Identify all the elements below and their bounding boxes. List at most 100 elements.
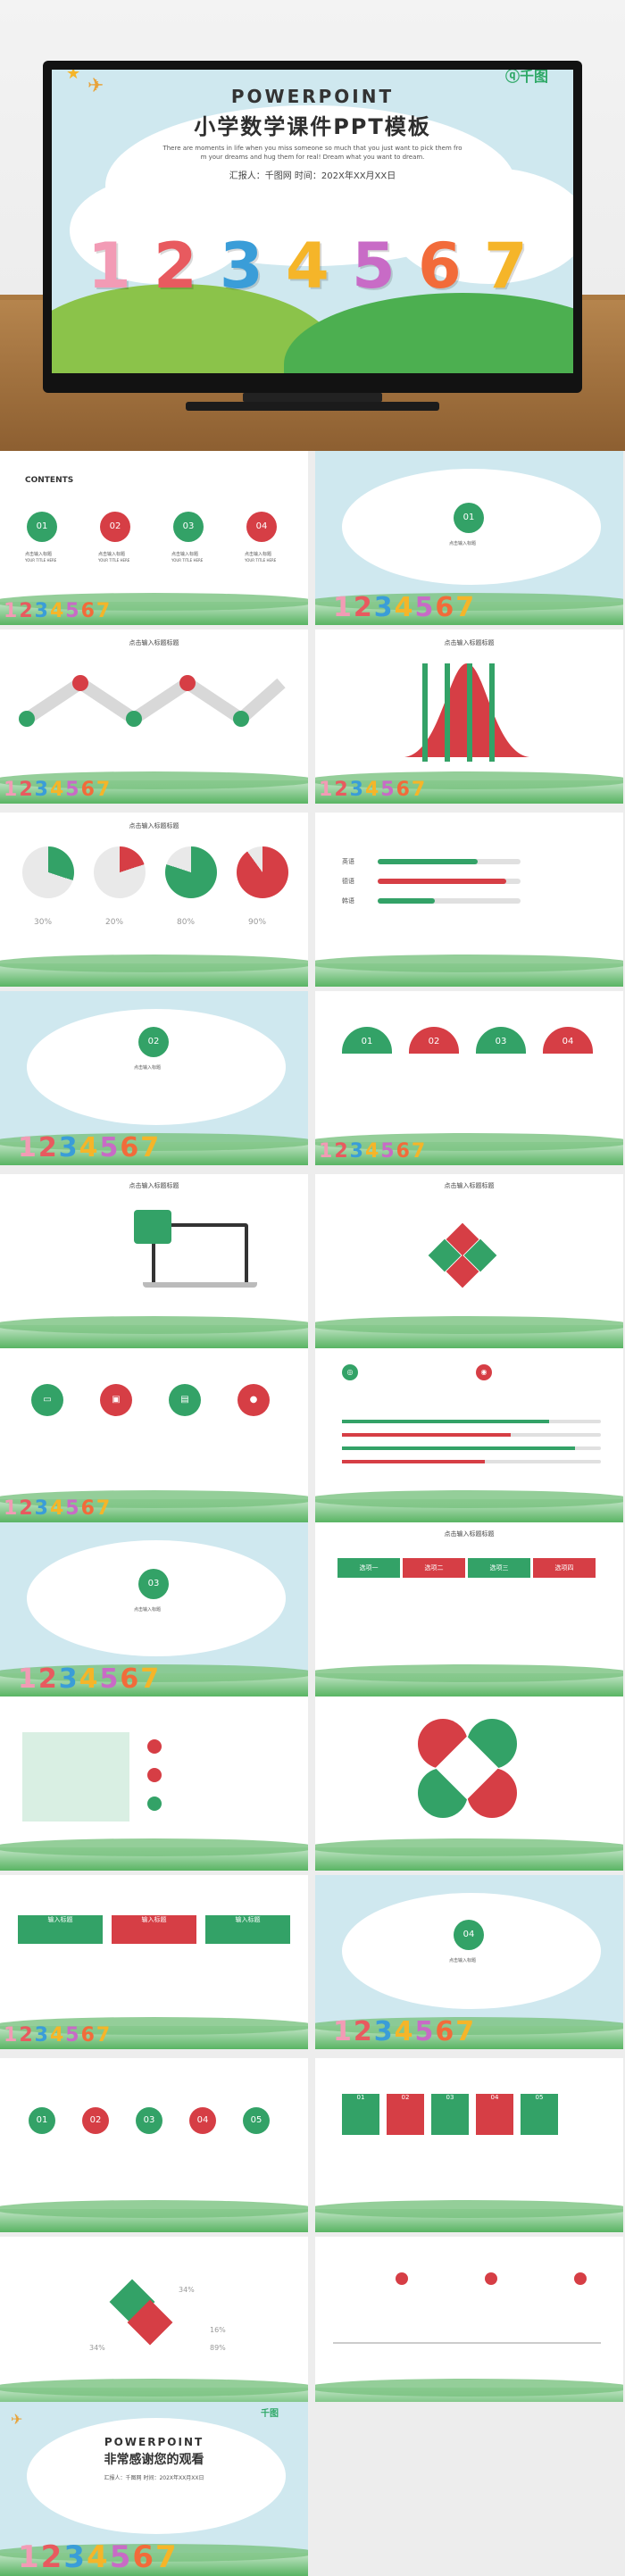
- pie-group: [18, 846, 295, 918]
- airplane-icon: ✈: [88, 75, 104, 97]
- mini-digit: 2: [19, 600, 33, 622]
- mini-digit: 7: [140, 1132, 160, 1163]
- mini-digit: 6: [80, 779, 95, 801]
- slide-title: 点击输入标题标题: [444, 1530, 495, 1538]
- slide-contents[interactable]: CONTENTS 01 02 03 04 点击输入标题 点击输入标题 点击输入标…: [0, 451, 308, 625]
- mini-digit: 3: [349, 779, 363, 801]
- section-number: 02: [138, 1027, 169, 1057]
- grass-footer: [315, 1664, 623, 1696]
- slide-ribbons[interactable]: 01 02 03 04 05: [0, 2058, 308, 2232]
- mini-digit: 5: [380, 779, 395, 801]
- closing-digits: 1234567: [18, 2542, 179, 2572]
- slide-title: 点击输入标题标题: [444, 1182, 495, 1189]
- grass-footer: [0, 593, 308, 625]
- slide-zigzag-process[interactable]: 点击输入标题标题 1234567: [0, 629, 308, 804]
- banner-1: 01: [342, 2094, 379, 2135]
- slide-puzzle[interactable]: 点击输入标题标题: [315, 1174, 623, 1348]
- umbrella-3: 03: [476, 1027, 526, 1054]
- slide-timeline[interactable]: [315, 2237, 623, 2411]
- hero-digit-4: 4: [286, 229, 329, 303]
- mini-digit: 6: [120, 1663, 139, 1695]
- slide-arrow-steps[interactable]: 点击输入标题标题 选项一 选项二 选项三 选项四: [315, 1522, 623, 1696]
- slide-section-04[interactable]: 04 点击输入标题 1234567: [315, 1875, 623, 2049]
- grass-footer: [315, 593, 623, 625]
- slide-image-list[interactable]: [0, 1696, 308, 1871]
- bullet-icon: [147, 1797, 162, 1811]
- skill-bar-track: [378, 859, 521, 864]
- mini-digit: 5: [414, 2016, 434, 2047]
- diamond-label-4: 89%: [210, 2344, 226, 2352]
- progress-fill: [342, 1460, 485, 1463]
- grass-footer: [0, 2200, 308, 2232]
- logo-text: 千图: [520, 70, 549, 85]
- mini-digit: 6: [396, 1140, 410, 1163]
- mini-digit: 4: [49, 600, 64, 622]
- mini-digit: 2: [38, 1132, 57, 1163]
- cloud-shape: [391, 168, 573, 284]
- mini-digit: 4: [49, 2024, 64, 2047]
- contents-item-2-sub: YOUR TITLE HERE: [98, 558, 130, 563]
- slide-section-03[interactable]: 03 点击输入标题 1234567: [0, 1522, 308, 1696]
- grass-footer: [315, 1838, 623, 1871]
- slide-skill-bars[interactable]: 英语 德语 韩语: [315, 813, 623, 987]
- grass-footer: [315, 2017, 623, 2049]
- bell-curve-graphic: [404, 663, 529, 762]
- ribbon-medal-2: 02: [82, 2107, 109, 2134]
- mini-digit: 2: [334, 1140, 348, 1163]
- mini-digits: 1234567: [319, 1142, 427, 1162]
- grass-footer: [0, 771, 308, 804]
- mini-digit: 3: [34, 600, 48, 622]
- slide-bell-chart[interactable]: 点击输入标题标题 1234567: [315, 629, 623, 804]
- progress-track: [342, 1446, 601, 1450]
- slide-pie-charts[interactable]: 点击输入标题标题 30% 20% 80% 90%: [0, 813, 308, 987]
- qiantu-logo: ⓠ千图: [505, 70, 562, 85]
- slide-umbrellas[interactable]: 01 02 03 04 1234567: [315, 991, 623, 1165]
- slide-banners[interactable]: 01 02 03 04 05: [315, 2058, 623, 2232]
- progress-track: [342, 1460, 601, 1463]
- progress-fill: [342, 1433, 511, 1437]
- slide-closing[interactable]: ✈ 千图 POWERPOINT 非常感谢您的观看 汇报人：千图网 时间：202X…: [0, 2402, 308, 2576]
- image-placeholder: [22, 1732, 129, 1822]
- skill-bar-fill: [378, 898, 435, 904]
- timeline-line: [333, 2342, 601, 2344]
- mini-digit: 1: [319, 779, 333, 801]
- grass-footer: [315, 1133, 623, 1165]
- mini-digit: 4: [364, 1140, 379, 1163]
- mini-digit: 7: [411, 1140, 426, 1163]
- hero-digit-3: 3: [220, 229, 263, 303]
- section-label: 点击输入标题: [449, 1958, 477, 1963]
- mini-digit: 6: [132, 2539, 154, 2575]
- banner-4: 04: [476, 2094, 513, 2135]
- mini-digit: 1: [333, 2016, 352, 2047]
- banner-5: 05: [521, 2094, 558, 2135]
- mini-digit: 7: [411, 779, 426, 801]
- banner-3: 03: [431, 2094, 469, 2135]
- grass-footer: [0, 1490, 308, 1522]
- timeline-icon: [574, 2272, 587, 2285]
- section-digits: 1234567: [18, 1666, 161, 1693]
- slide-progress-bars[interactable]: ◎ ◉: [315, 1348, 623, 1522]
- contents-item-3-number: 03: [173, 512, 204, 542]
- progress-track: [342, 1420, 601, 1423]
- slide-cards[interactable]: 输入标题 输入标题 输入标题 1234567: [0, 1875, 308, 2049]
- hero-digit-7: 7: [484, 229, 528, 303]
- mini-digit: 2: [353, 592, 372, 623]
- pie-label-1: 30%: [34, 918, 53, 927]
- mini-digit: 2: [19, 1497, 33, 1520]
- mini-digit: 1: [319, 1140, 333, 1163]
- mini-digit: 2: [19, 2024, 33, 2047]
- mini-digit: 3: [63, 2539, 86, 2575]
- skill-label-1: 英语: [342, 858, 354, 865]
- mini-digit: 6: [435, 592, 454, 623]
- slide-section-01[interactable]: 01 点击输入标题 1234567: [315, 451, 623, 625]
- slide-star-petals[interactable]: [315, 1696, 623, 1871]
- slide-icon-circles[interactable]: ▭ ▣ ▤ ● 1234567: [0, 1348, 308, 1522]
- skill-label-2: 德语: [342, 878, 354, 885]
- ribbon-medal-5: 05: [243, 2107, 270, 2134]
- slide-section-02[interactable]: 02 点击输入标题 1234567: [0, 991, 308, 1165]
- slide-diamond[interactable]: 34% 16% 34% 89%: [0, 2237, 308, 2411]
- mini-digits: 1234567: [4, 1499, 112, 1519]
- grass-footer: [0, 2379, 308, 2411]
- slide-laptop[interactable]: 点击输入标题标题: [0, 1174, 308, 1348]
- mini-digit: 4: [364, 779, 379, 801]
